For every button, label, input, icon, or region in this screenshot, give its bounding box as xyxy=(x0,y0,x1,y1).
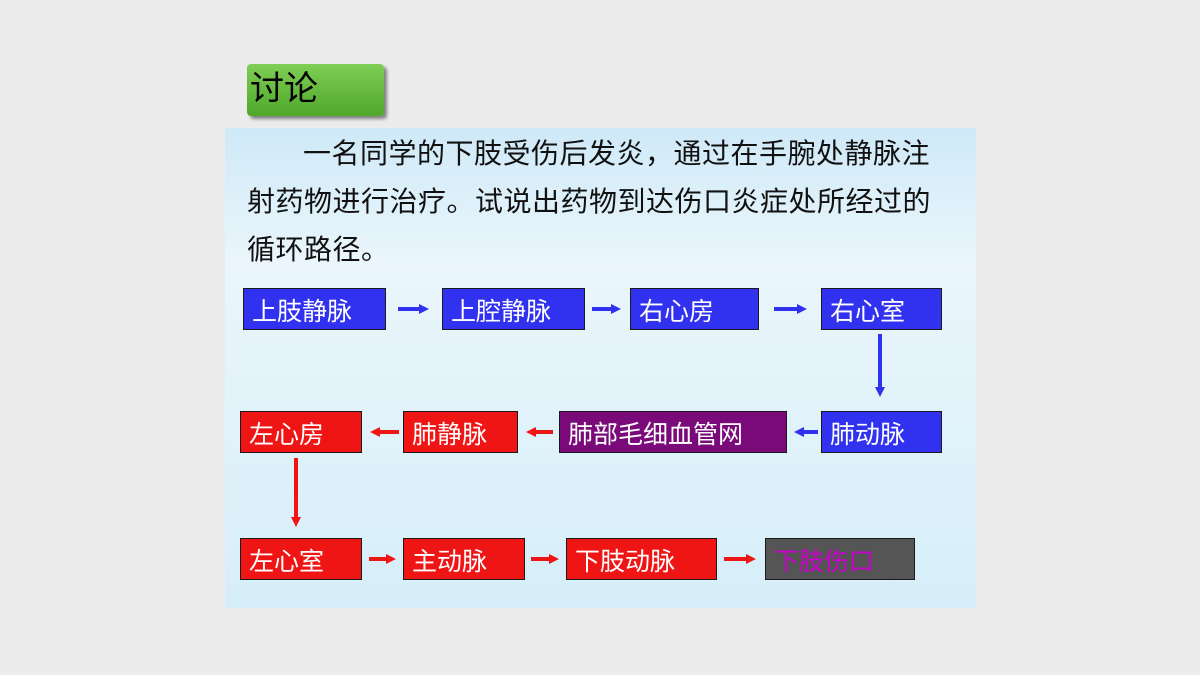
node-right-atrium: 右心房 xyxy=(630,288,759,330)
question-text: 一名同学的下肢受伤后发炎，通过在手腕处静脉注射药物进行治疗。试说出药物到达伤口炎… xyxy=(247,137,932,266)
node-right-ventricle: 右心室 xyxy=(821,288,942,330)
node-superior-vena-cava: 上腔静脉 xyxy=(442,288,585,330)
node-pulmonary-artery: 肺动脉 xyxy=(821,411,942,453)
node-left-atrium: 左心房 xyxy=(240,411,362,453)
node-upper-limb-vein: 上肢静脉 xyxy=(243,288,386,330)
node-lower-limb-wound: 下肢伤口 xyxy=(765,538,915,580)
node-pulmonary-vein: 肺静脉 xyxy=(403,411,518,453)
node-lower-limb-artery: 下肢动脉 xyxy=(566,538,717,580)
content-panel xyxy=(225,128,976,608)
discussion-badge: 讨论 xyxy=(247,64,384,116)
node-pulmonary-capillaries: 肺部毛细血管网 xyxy=(559,411,787,453)
node-left-ventricle: 左心室 xyxy=(240,538,362,580)
node-aorta: 主动脉 xyxy=(403,538,525,580)
